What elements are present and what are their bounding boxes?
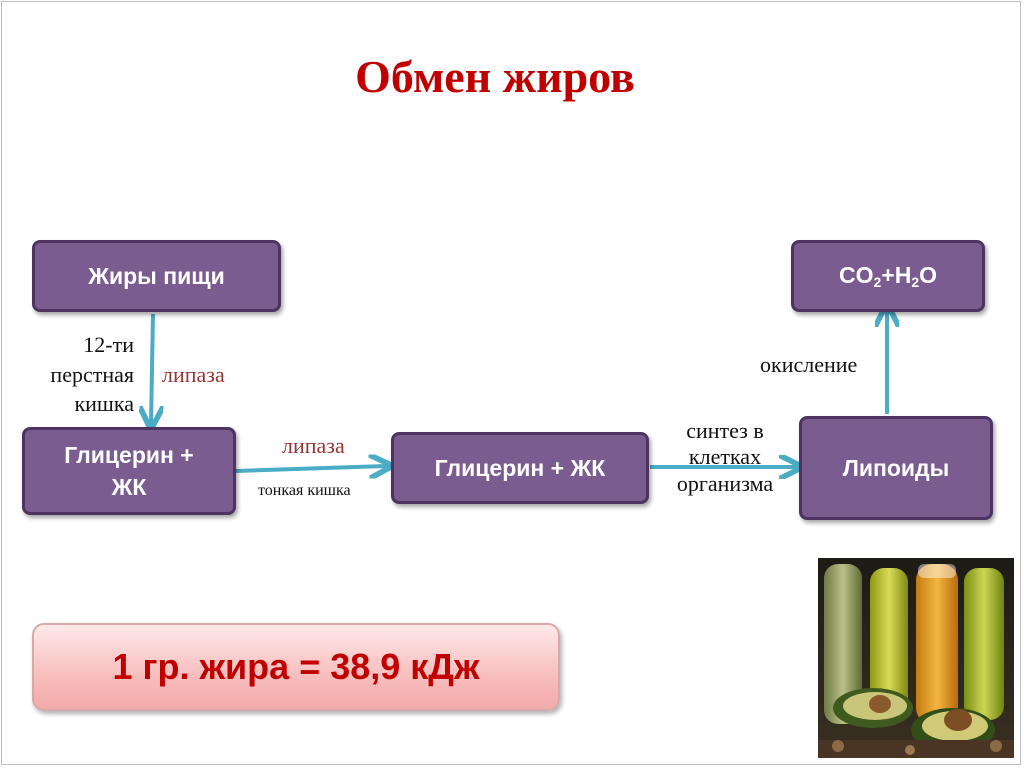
box-end-products: CO2+H2O <box>791 240 985 312</box>
box-glycerol-fa-intestine-text: Глицерин + ЖК <box>434 454 606 481</box>
arrow-down-duodenum <box>151 313 153 424</box>
label-small-intestine: тонкая кишка <box>258 482 351 499</box>
label-duodenum: 12-ти перстная кишка <box>50 332 134 417</box>
box-end-products-text: CO2+H2O <box>838 262 938 291</box>
slide-title: Обмен жиров <box>355 51 635 102</box>
label-lipase-duodenum: липаза <box>162 362 225 387</box>
energy-value-text: 1 гр. жира = 38,9 кДж <box>112 646 480 687</box>
label-oxidation: окисление <box>760 352 858 377</box>
box-lipoids: Липоиды <box>799 416 993 520</box>
box-food-fats: Жиры пищи <box>32 240 281 312</box>
arrow-right-intestine <box>235 466 387 471</box>
box-glycerol-fa-duodenum: Глицерин + ЖК <box>22 427 236 515</box>
box-glycerol-fa-duodenum-text: Глицерин + ЖК <box>64 441 194 500</box>
box-lipoids-text: Липоиды <box>842 454 950 481</box>
energy-value-box: 1 гр. жира = 38,9 кДж <box>32 623 560 711</box>
label-lipase-intestine: липаза <box>282 433 345 458</box>
oil-bottles-photo <box>818 558 1014 758</box>
box-glycerol-fa-intestine: Глицерин + ЖК <box>391 432 649 504</box>
box-food-fats-text: Жиры пищи <box>88 262 225 289</box>
label-synthesis: синтез в клетках организма <box>676 418 774 496</box>
